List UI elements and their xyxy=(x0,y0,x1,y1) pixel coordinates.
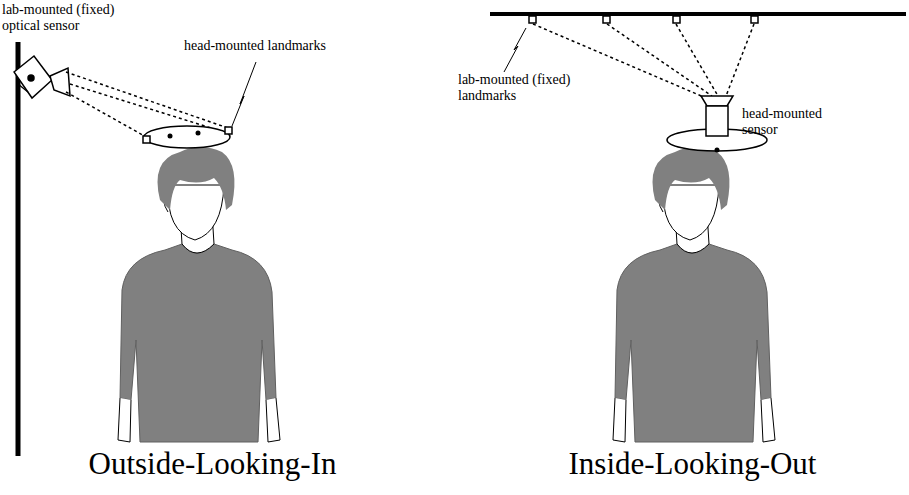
caption-text: Outside-Looking-In xyxy=(0,446,425,482)
landmark-label: head-mounted landmarks xyxy=(184,38,354,54)
landmark-label: lab-mounted (fixed) landmarks xyxy=(458,72,576,104)
caption-text: Inside-Looking-Out xyxy=(480,446,905,482)
sensor-label: lab-mounted (fixed) optical sensor xyxy=(2,2,132,34)
sensor-label: head-mounted sensor xyxy=(742,106,842,138)
